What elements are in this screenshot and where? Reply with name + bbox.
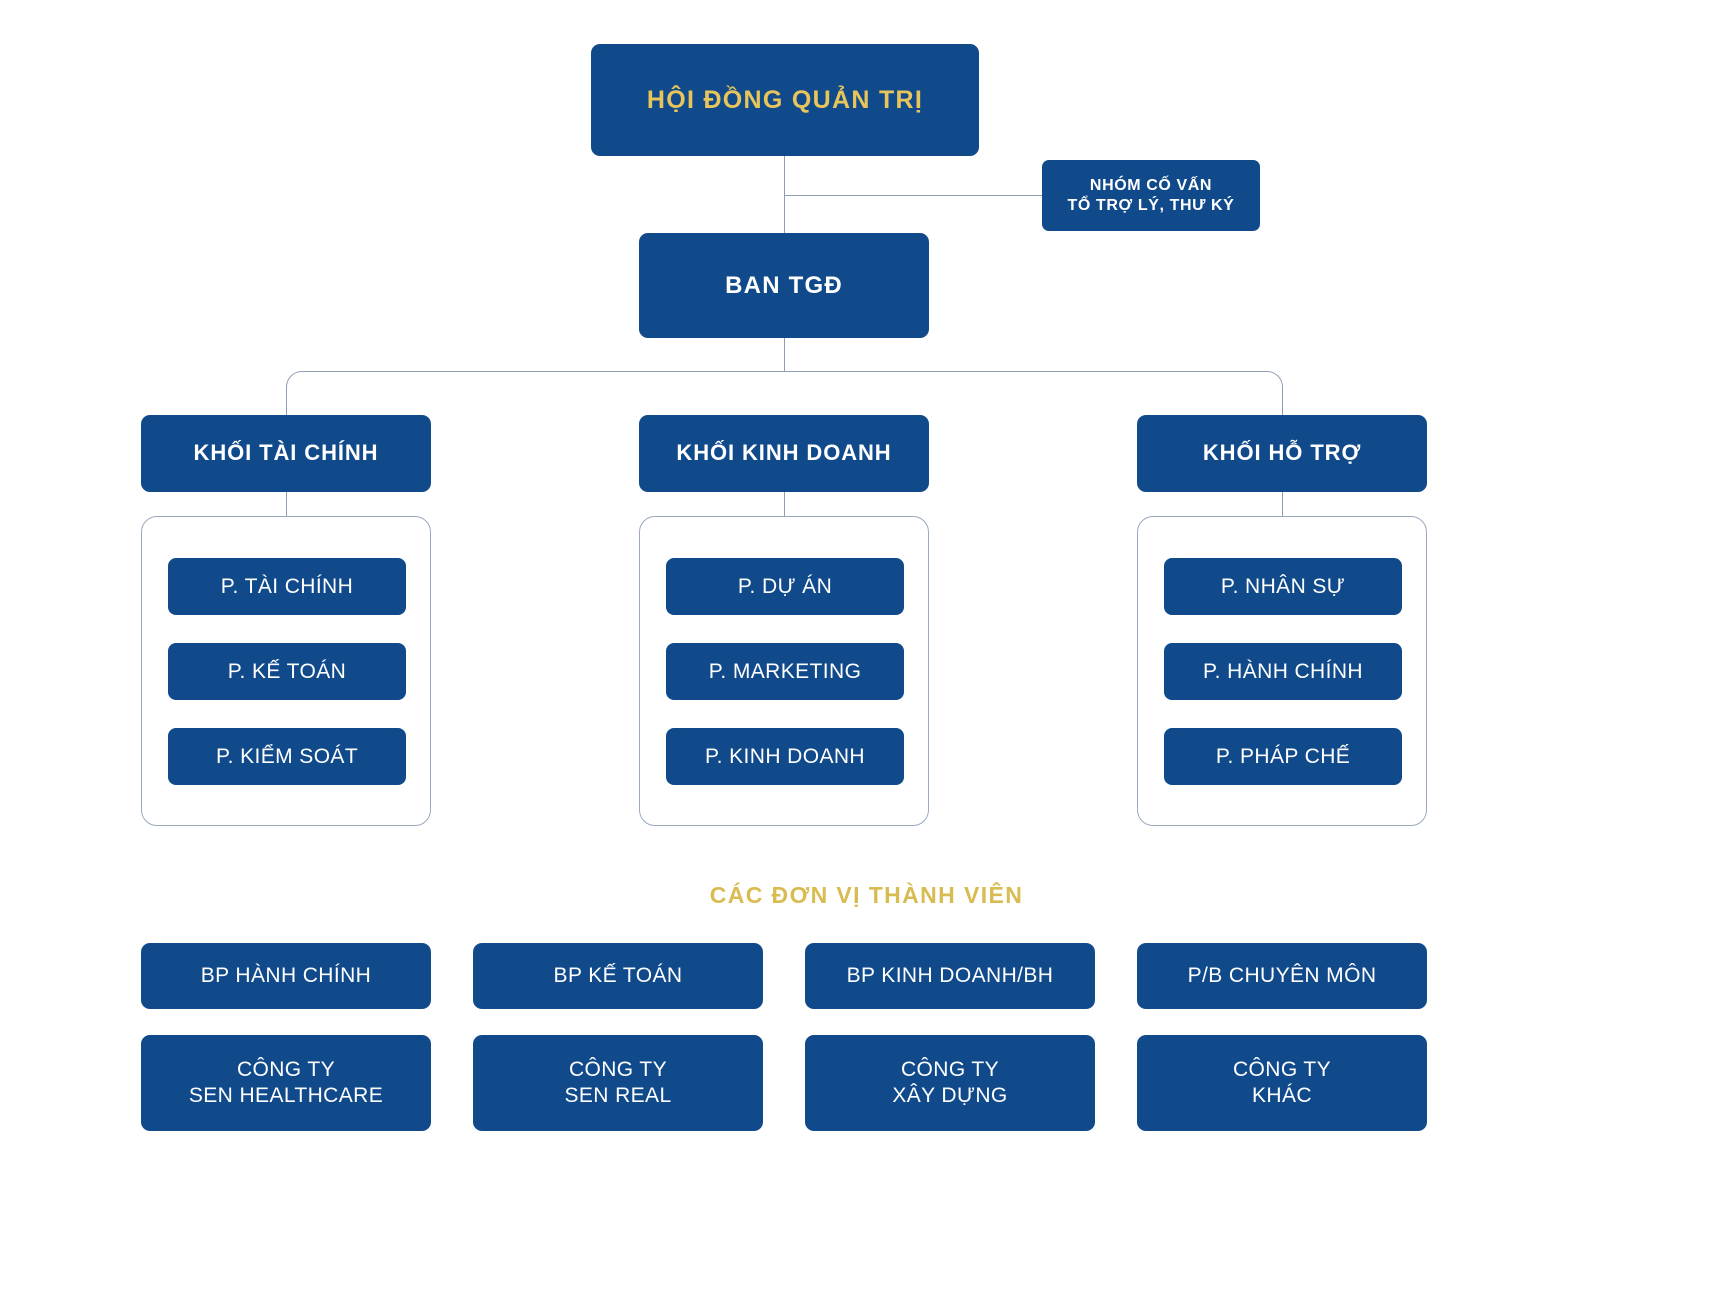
node-division-finance[interactable]: KHỐI TÀI CHÍNH: [141, 415, 431, 492]
node-board-of-directors[interactable]: HỘI ĐỒNG QUẢN TRỊ: [591, 44, 979, 156]
node-member-dept-2[interactable]: BP KINH DOANH/BH: [805, 943, 1095, 1009]
connector-support-to-group: [1282, 492, 1284, 516]
node-member-company-2[interactable]: CÔNG TY XÂY DỰNG: [805, 1035, 1095, 1131]
node-advisory-group[interactable]: NHÓM CỐ VẤN TỔ TRỢ LÝ, THƯ KÝ: [1042, 160, 1260, 231]
members-section-title: CÁC ĐƠN VỊ THÀNH VIÊN: [709, 882, 1024, 908]
node-division-support[interactable]: KHỐI HỖ TRỢ: [1137, 415, 1427, 492]
node-dept-business-0[interactable]: P. DỰ ÁN: [666, 558, 904, 615]
node-dept-finance-2[interactable]: P. KIỂM SOÁT: [168, 728, 406, 785]
node-dept-support-2[interactable]: P. PHÁP CHẾ: [1164, 728, 1402, 785]
node-dept-finance-1[interactable]: P. KẾ TOÁN: [168, 643, 406, 700]
connector-ceo-to-branch: [784, 338, 786, 372]
connector-finance-to-group: [286, 492, 288, 516]
group-container-support: P. NHÂN SỰ P. HÀNH CHÍNH P. PHÁP CHẾ: [1137, 516, 1427, 826]
connector-division-branch-bar: [286, 371, 1283, 416]
node-dept-support-1[interactable]: P. HÀNH CHÍNH: [1164, 643, 1402, 700]
node-division-business[interactable]: KHỐI KINH DOANH: [639, 415, 929, 492]
node-member-company-1[interactable]: CÔNG TY SEN REAL: [473, 1035, 763, 1131]
node-dept-business-2[interactable]: P. KINH DOANH: [666, 728, 904, 785]
connector-board-to-ceo: [784, 156, 786, 233]
node-member-dept-3[interactable]: P/B CHUYÊN MÔN: [1137, 943, 1427, 1009]
node-member-dept-0[interactable]: BP HÀNH CHÍNH: [141, 943, 431, 1009]
node-dept-business-1[interactable]: P. MARKETING: [666, 643, 904, 700]
group-container-business: P. DỰ ÁN P. MARKETING P. KINH DOANH: [639, 516, 929, 826]
connector-board-to-advisors: [784, 195, 1042, 197]
node-member-company-0[interactable]: CÔNG TY SEN HEALTHCARE: [141, 1035, 431, 1131]
node-member-company-3[interactable]: CÔNG TY KHÁC: [1137, 1035, 1427, 1131]
node-board-of-management[interactable]: BAN TGĐ: [639, 233, 929, 338]
connector-business-to-group: [784, 492, 786, 516]
node-member-dept-1[interactable]: BP KẾ TOÁN: [473, 943, 763, 1009]
node-dept-support-0[interactable]: P. NHÂN SỰ: [1164, 558, 1402, 615]
node-dept-finance-0[interactable]: P. TÀI CHÍNH: [168, 558, 406, 615]
group-container-finance: P. TÀI CHÍNH P. KẾ TOÁN P. KIỂM SOÁT: [141, 516, 431, 826]
